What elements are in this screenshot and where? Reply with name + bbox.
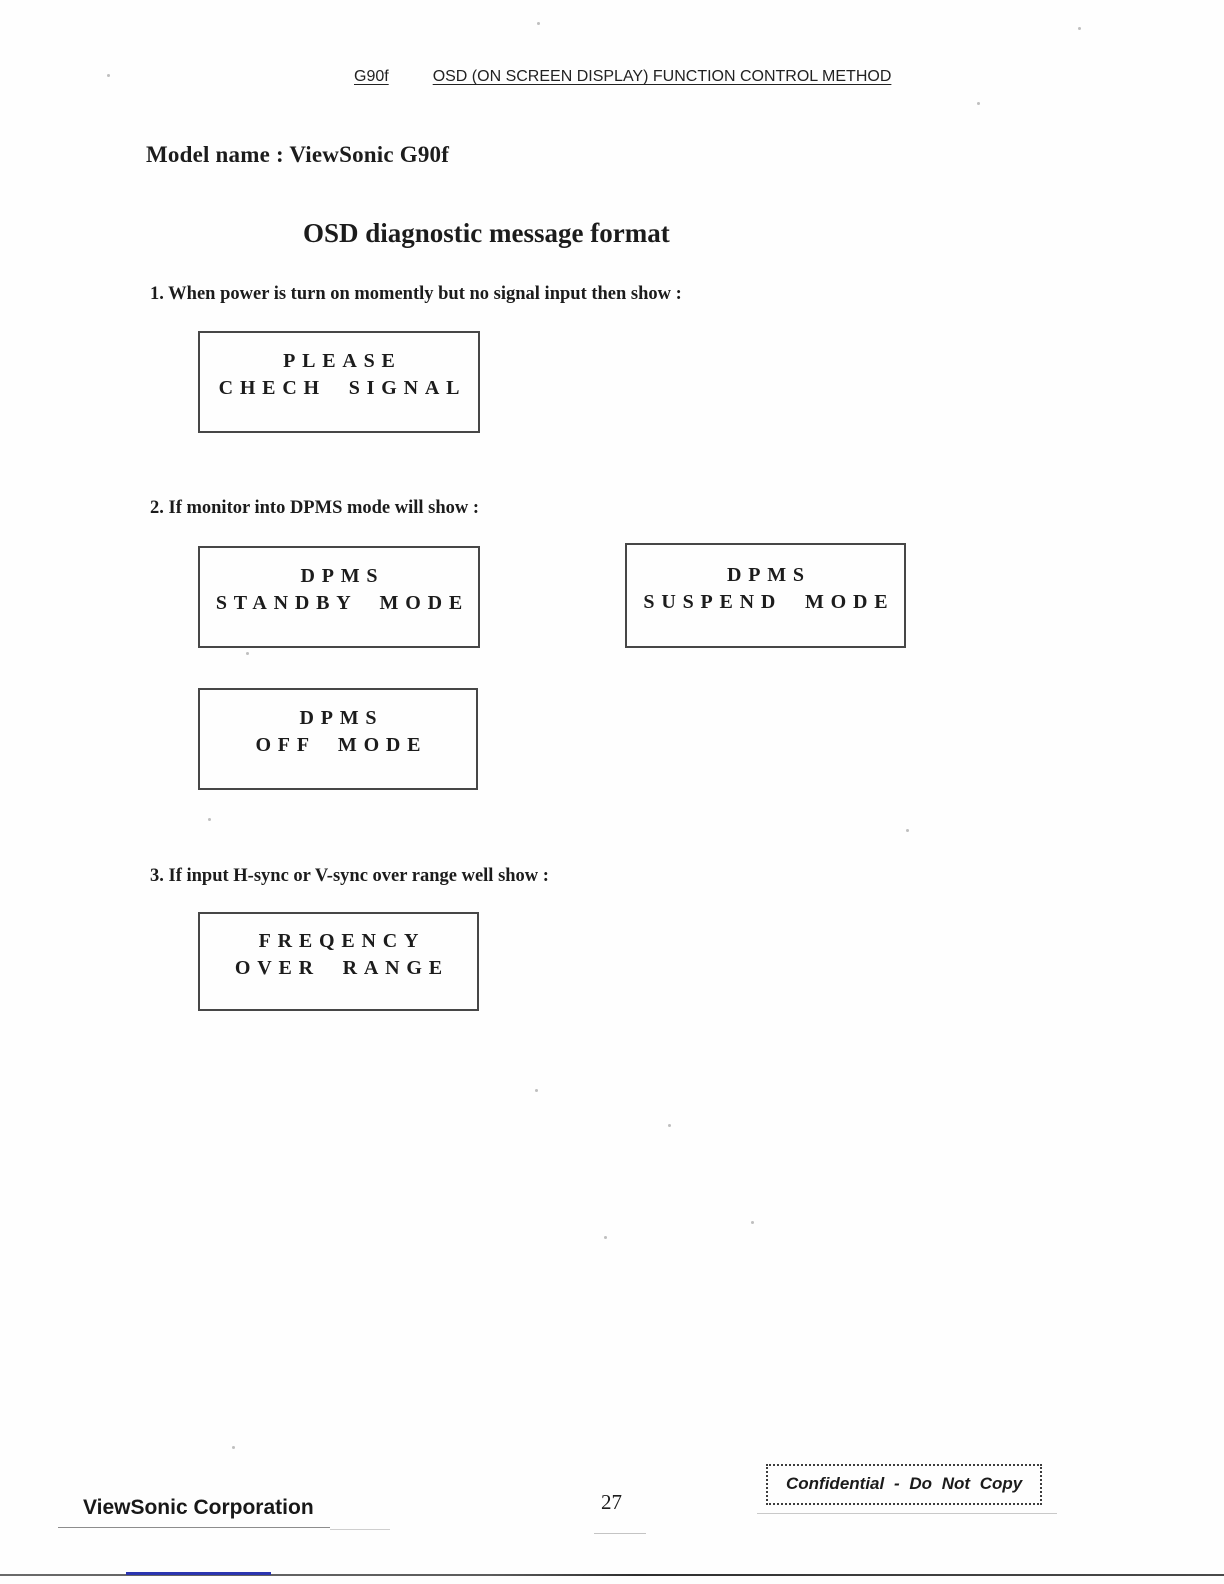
scan-speck xyxy=(107,74,110,77)
page-header: G90f OSD (ON SCREEN DISPLAY) FUNCTION CON… xyxy=(354,68,891,86)
header-model-code: G90f xyxy=(354,68,389,85)
osd-box-dpms-off: DPMS OFF MODE xyxy=(198,688,478,790)
scan-speck xyxy=(537,22,540,25)
scan-speck xyxy=(604,1236,607,1239)
page-number: 27 xyxy=(601,1490,622,1514)
osd-box-line: OFF MODE xyxy=(255,734,428,756)
osd-box-line: DPMS xyxy=(300,565,385,587)
osd-box-line: PLEASE xyxy=(283,350,402,372)
footer-company-underline xyxy=(58,1527,330,1528)
osd-box-line: FREQENCY xyxy=(258,929,426,952)
page-number-underline xyxy=(594,1533,646,1534)
osd-box-line: OVER RANGE xyxy=(234,956,449,979)
scan-blue-mark xyxy=(126,1572,271,1575)
osd-box-please-check-signal: PLEASE CHECH SIGNAL xyxy=(198,331,480,433)
scan-speck xyxy=(1078,27,1081,30)
confidential-stamp-text: Confidential - Do Not Copy xyxy=(786,1474,1023,1493)
footer-company-underline-faint xyxy=(330,1529,390,1530)
osd-box-line: DPMS xyxy=(299,707,384,729)
item-2-label: 2. If monitor into DPMS mode will show : xyxy=(150,498,480,518)
header-title: OSD (ON SCREEN DISPLAY) FUNCTION CONTROL… xyxy=(432,68,892,85)
scan-speck xyxy=(232,1446,235,1449)
footer-company: ViewSonic Corporation xyxy=(83,1496,314,1519)
osd-box-frequency-over-range: FREQENCY OVER RANGE xyxy=(198,912,479,1011)
osd-box-line: CHECH SIGNAL xyxy=(218,377,467,399)
scan-page-edge-line xyxy=(0,1574,1224,1576)
osd-box-line: DPMS xyxy=(726,563,811,586)
scan-speck xyxy=(906,829,909,832)
osd-box-line: STANDBY MODE xyxy=(215,592,469,614)
scan-speck xyxy=(751,1221,754,1224)
confidential-stamp: Confidential - Do Not Copy xyxy=(766,1464,1043,1505)
osd-box-dpms-suspend: DPMS SUSPEND MODE xyxy=(625,543,906,648)
scan-speck xyxy=(535,1089,538,1092)
section-title: OSD diagnostic message format xyxy=(303,218,670,248)
scan-speck xyxy=(208,818,211,821)
model-name-line: Model name : ViewSonic G90f xyxy=(146,142,450,167)
osd-box-line: SUSPEND MODE xyxy=(643,590,895,613)
confidential-stamp-underline xyxy=(757,1513,1057,1514)
item-3-label: 3. If input H-sync or V-sync over range … xyxy=(150,866,549,886)
item-1-label: 1. When power is turn on momently but no… xyxy=(150,284,682,304)
scan-speck xyxy=(668,1124,671,1127)
scan-speck xyxy=(977,102,980,105)
scan-speck xyxy=(246,652,249,655)
osd-box-dpms-standby: DPMS STANDBY MODE xyxy=(198,546,480,648)
